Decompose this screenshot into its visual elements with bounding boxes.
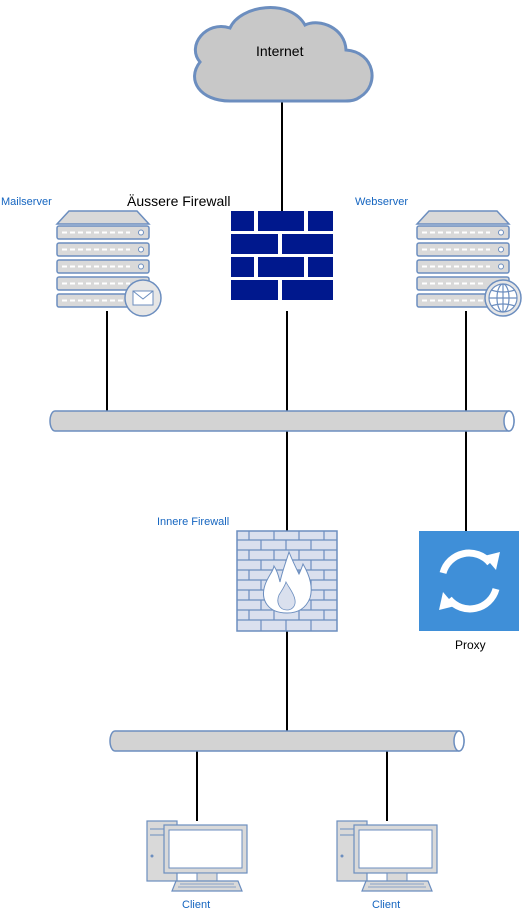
- mail-server-icon: [55, 210, 162, 317]
- inner-firewall-label: Innere Firewall: [157, 516, 230, 528]
- globe-badge-icon: [484, 279, 522, 317]
- desktop-computer-icon-right: [336, 820, 438, 892]
- proxy-sync-icon: [419, 531, 519, 631]
- network-bus-upper: [49, 410, 515, 432]
- outer-firewall-label: Äussere Firewall: [127, 193, 231, 209]
- web-server-icon: [415, 210, 522, 317]
- firewall-flame-icon: [236, 530, 338, 632]
- internet-label: Internet: [256, 43, 304, 59]
- flame-icon: [263, 550, 312, 614]
- client-right-label: Client: [372, 899, 401, 911]
- network-bus-lower: [109, 730, 465, 752]
- brick-wall-icon: [231, 211, 333, 300]
- connections: [106, 101, 467, 821]
- envelope-badge-icon: [124, 279, 162, 317]
- desktop-computer-icon-left: [146, 820, 248, 892]
- webserver-label: Webserver: [355, 196, 408, 208]
- mailserver-label: Mailserver: [1, 196, 52, 208]
- cloud-icon: [193, 6, 374, 103]
- client-left-label: Client: [182, 899, 211, 911]
- proxy-label: Proxy: [455, 638, 486, 652]
